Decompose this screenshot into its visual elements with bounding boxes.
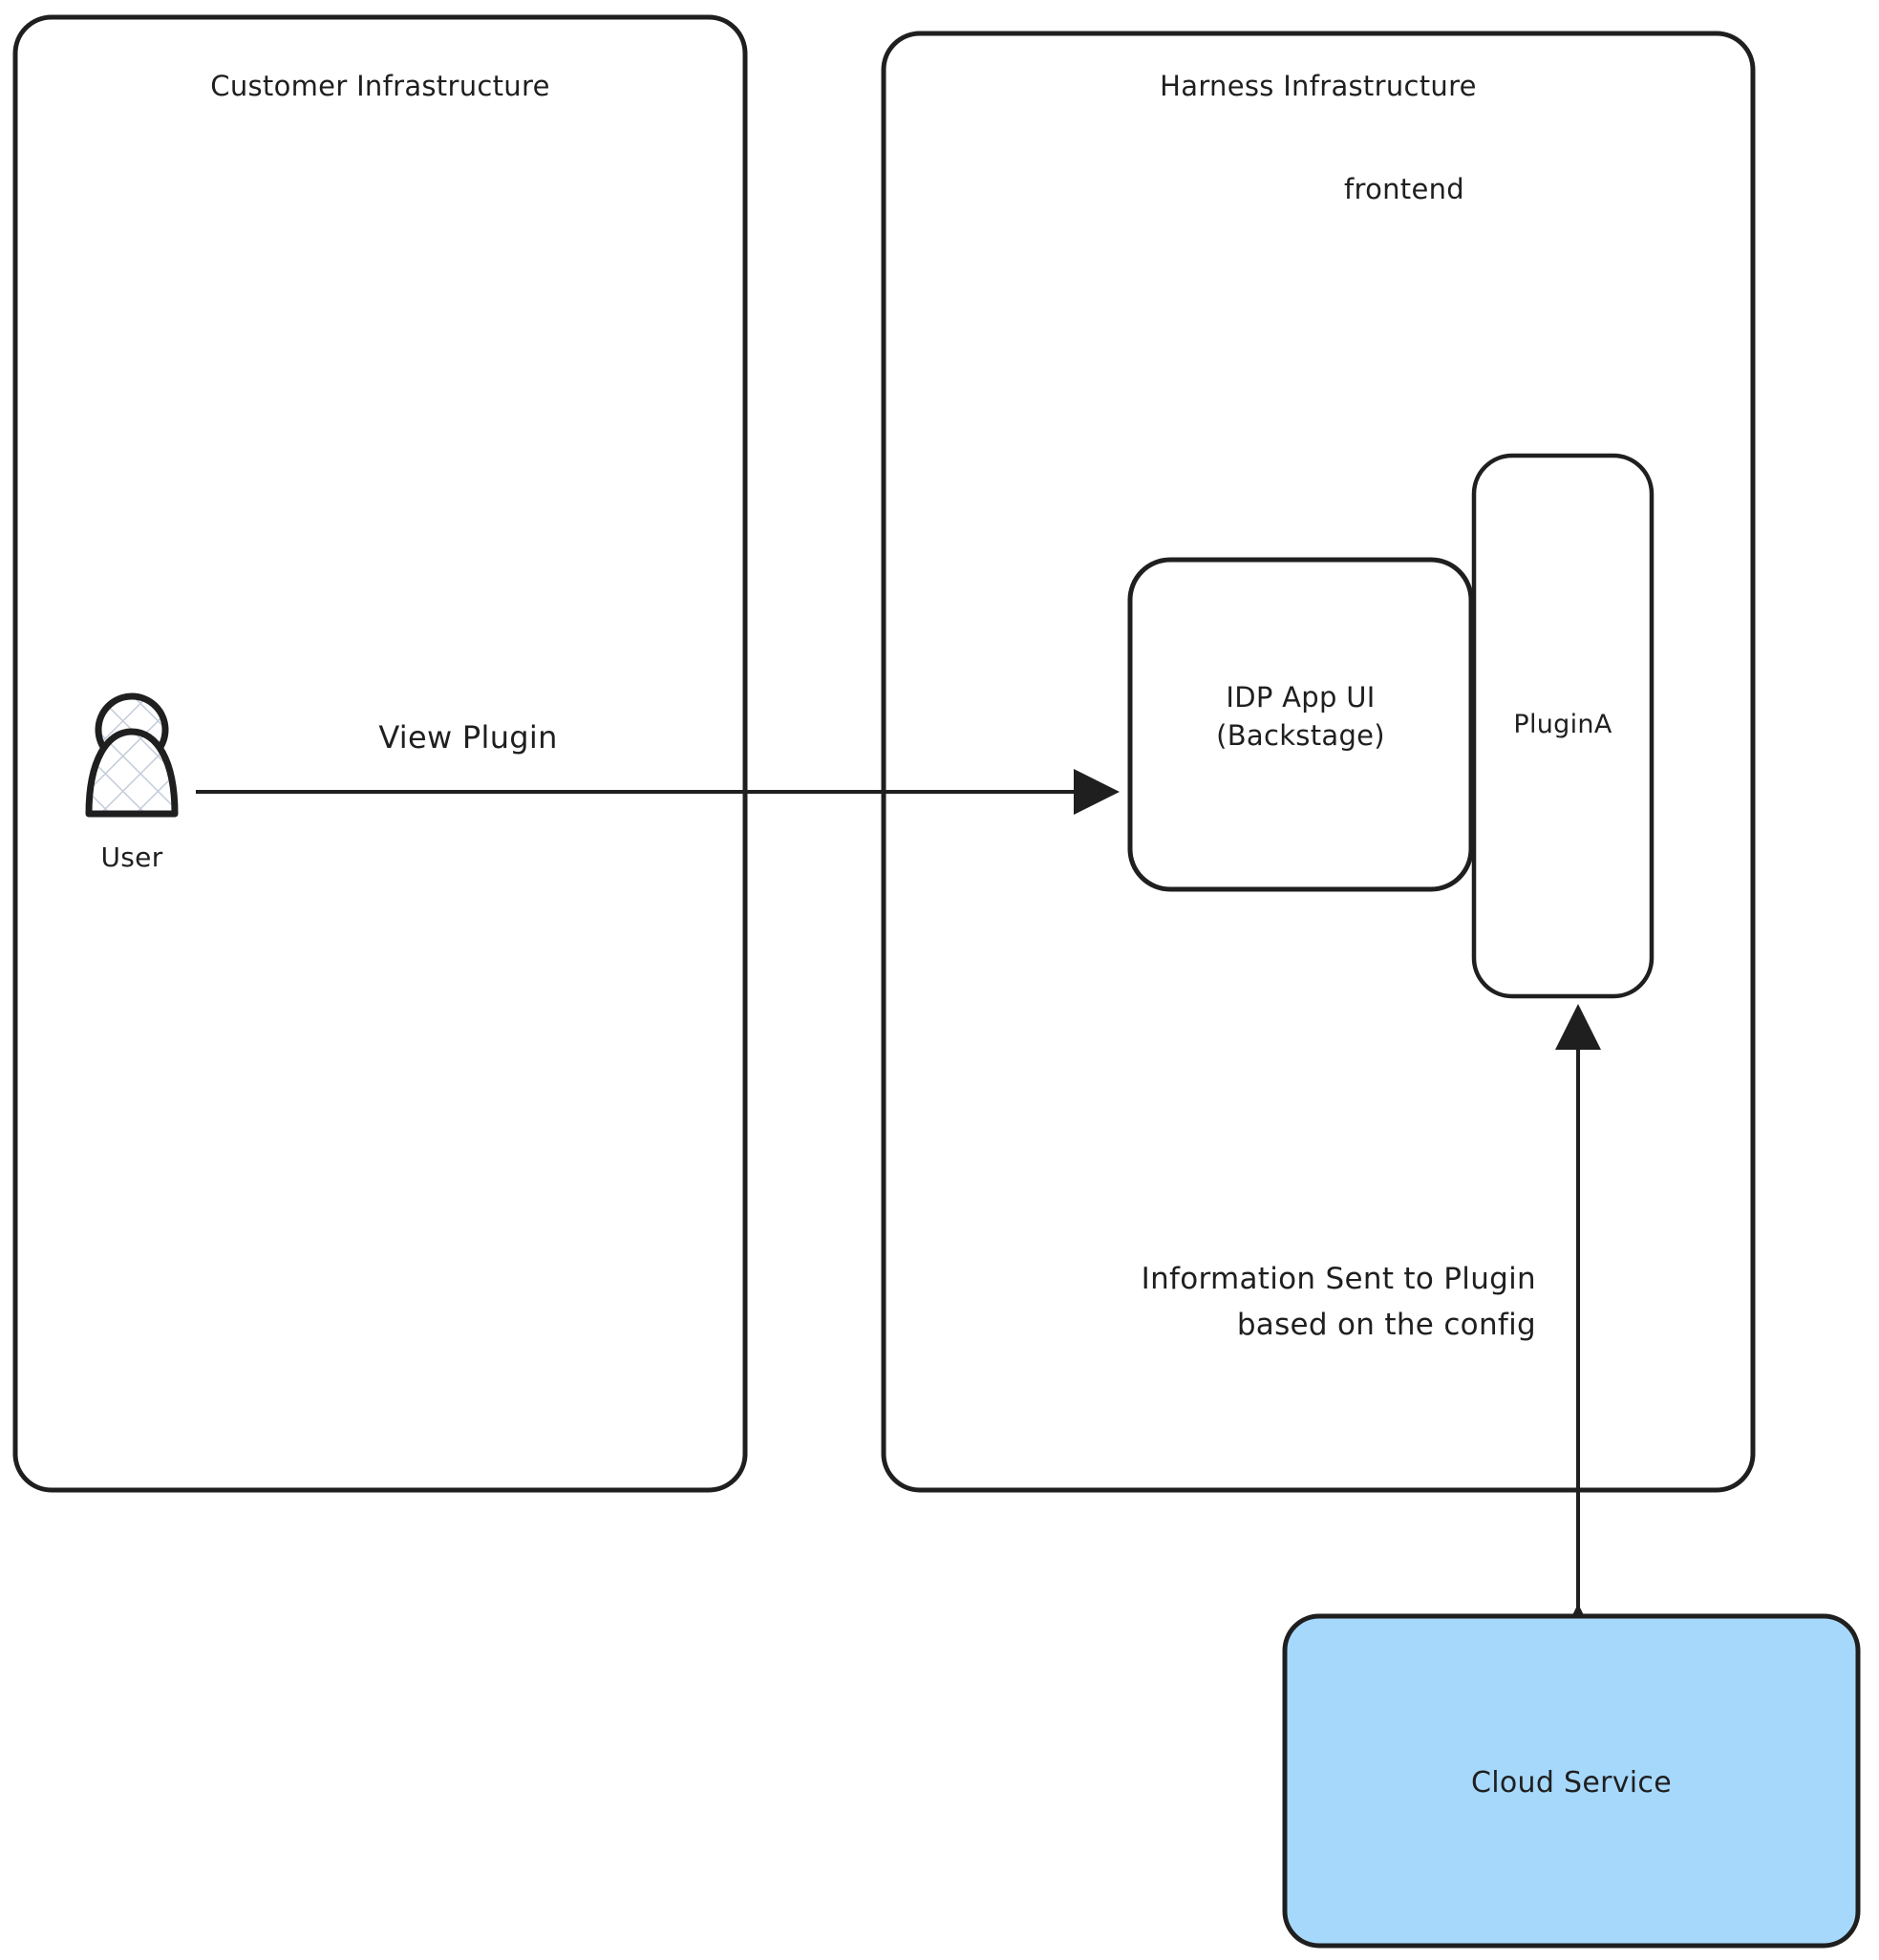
node-plugin-a[interactable]: [1471, 453, 1655, 999]
node-idp-app-ui[interactable]: [1127, 557, 1474, 892]
node-plugin-a-box[interactable]: [1471, 453, 1655, 999]
node-cloud-service[interactable]: [1282, 1613, 1861, 1949]
node-idp-app-ui-box[interactable]: [1127, 557, 1474, 892]
group-customer-infrastructure-box: [12, 14, 748, 1493]
group-customer-infrastructure: [12, 14, 748, 1493]
node-cloud-service-box[interactable]: [1282, 1613, 1861, 1949]
actor-icon: [85, 692, 179, 818]
